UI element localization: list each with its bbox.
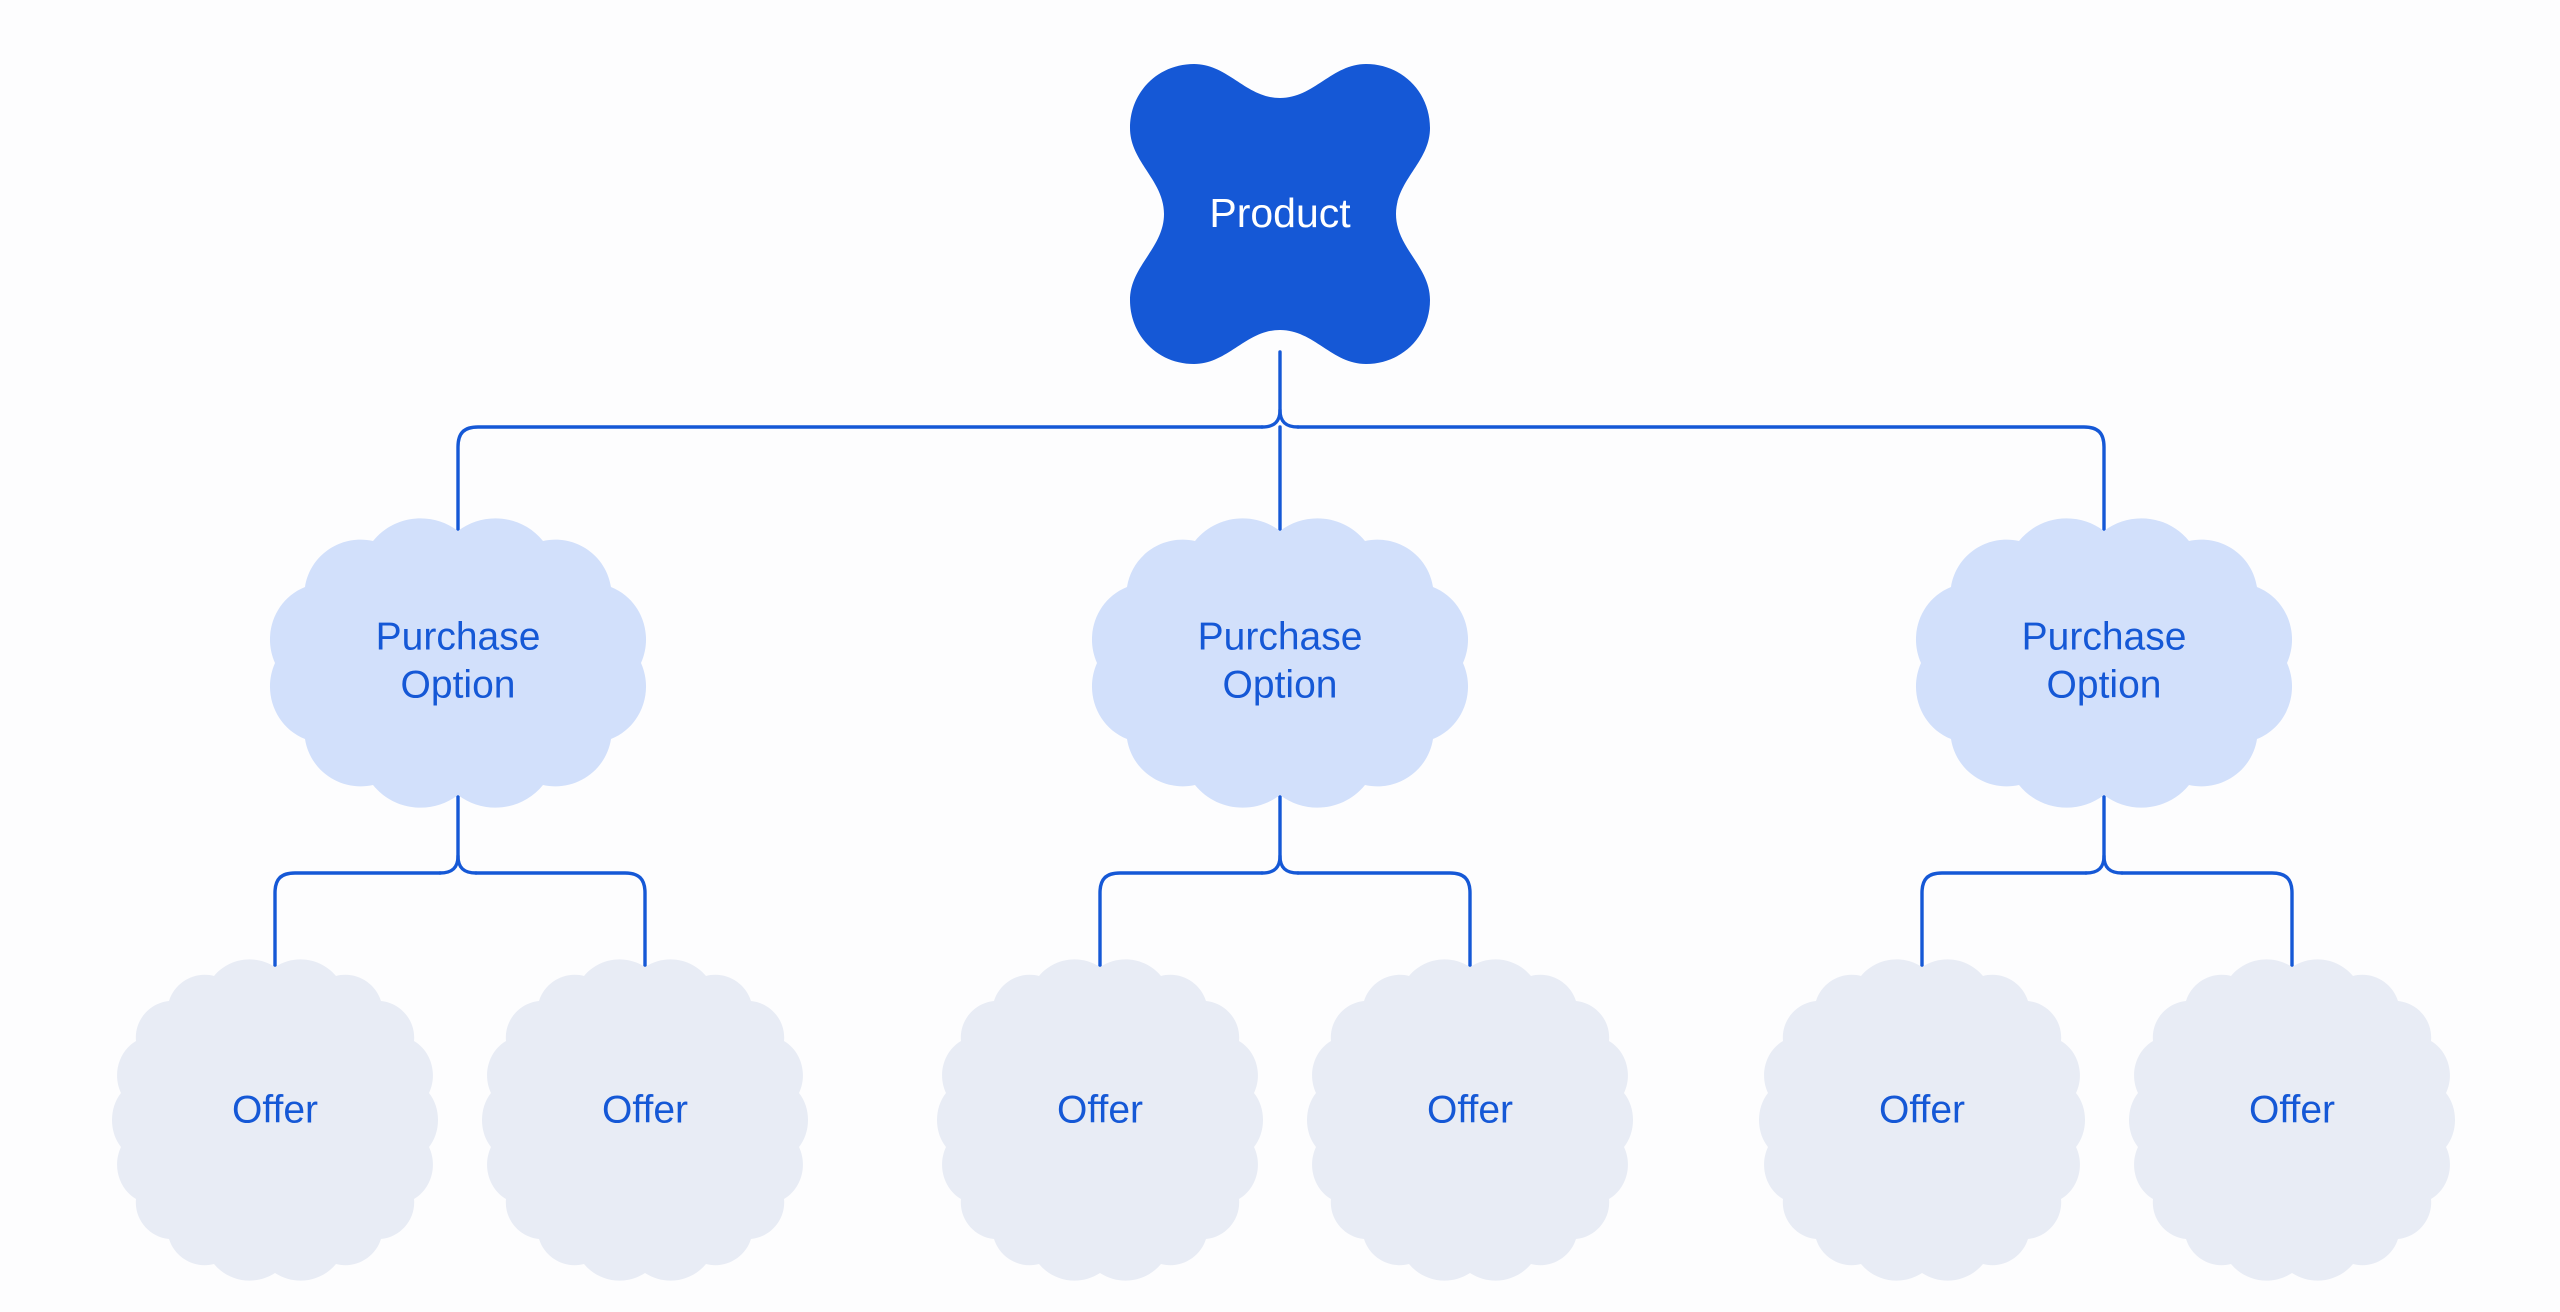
purchase-option-node-layer: Purchase Option Purchase Option Purchase…: [269, 518, 2293, 808]
connector-product-stem-left: [1260, 408, 1282, 429]
purchase-option-node-2[interactable]: Purchase Option: [1091, 518, 1469, 808]
offer-node-1[interactable]: Offer: [112, 959, 438, 1281]
offer-node-3[interactable]: Offer: [937, 959, 1263, 1281]
offer-node-5[interactable]: Offer: [1759, 959, 2085, 1281]
offer-blob-shape: [1759, 959, 2085, 1281]
offer-node-6[interactable]: Offer: [2129, 959, 2455, 1281]
purchase-option-label-line2: Option: [2047, 663, 2162, 706]
purchase-option-label-line1: Purchase: [376, 615, 541, 658]
purchase-option-label-line1: Purchase: [1198, 615, 1363, 658]
offer-label: Offer: [1057, 1088, 1143, 1131]
purchase-option-blob-shape: [1091, 518, 1469, 808]
connector-option1-stem-right: [456, 854, 478, 875]
purchase-option-node-1[interactable]: Purchase Option: [269, 518, 647, 808]
purchase-option-label-line1: Purchase: [2022, 615, 2187, 658]
offer-node-4[interactable]: Offer: [1307, 959, 1633, 1281]
connector-product-stem: [1278, 350, 1300, 429]
offer-label: Offer: [602, 1088, 688, 1131]
offer-node-layer: Offer Offer Offer Offer Offer Offer: [112, 959, 2455, 1281]
product-label: Product: [1209, 190, 1351, 236]
connector-option1-stem: [438, 793, 460, 875]
purchase-option-blob-shape: [1915, 518, 2293, 808]
connector-bus-level1-left: [456, 425, 1264, 533]
connector-option3-stem-right: [2102, 854, 2124, 875]
connector-bus-level1-right: [1296, 425, 2106, 533]
connector-option1-to-offer2: [474, 871, 647, 977]
offer-blob-shape: [937, 959, 1263, 1281]
connector-option1-to-offer1: [273, 871, 442, 977]
offer-label: Offer: [1879, 1088, 1965, 1131]
connector-option2-stem-right: [1278, 854, 1300, 875]
offer-blob-shape: [482, 959, 808, 1281]
offer-label: Offer: [232, 1088, 318, 1131]
offer-label: Offer: [1427, 1088, 1513, 1131]
connector-option3-to-offer6: [2120, 871, 2294, 977]
product-node[interactable]: Product: [1130, 64, 1430, 364]
offer-blob-shape: [112, 959, 438, 1281]
purchase-option-label-line2: Option: [1223, 663, 1338, 706]
purchase-option-node-3[interactable]: Purchase Option: [1915, 518, 2293, 808]
connector-option3-stem: [2084, 793, 2106, 875]
offer-node-2[interactable]: Offer: [482, 959, 808, 1281]
connector-option3-to-offer5: [1920, 871, 2088, 977]
connector-option2-to-offer4: [1296, 871, 1472, 977]
offer-blob-shape: [2129, 959, 2455, 1281]
connector-option2-to-offer3: [1098, 871, 1264, 977]
offer-blob-shape: [1307, 959, 1633, 1281]
purchase-option-label-line2: Option: [401, 663, 516, 706]
offer-label: Offer: [2249, 1088, 2335, 1131]
connector-layer: [273, 350, 2294, 977]
connector-option2-stem: [1260, 793, 1282, 875]
purchase-option-blob-shape: [269, 518, 647, 808]
